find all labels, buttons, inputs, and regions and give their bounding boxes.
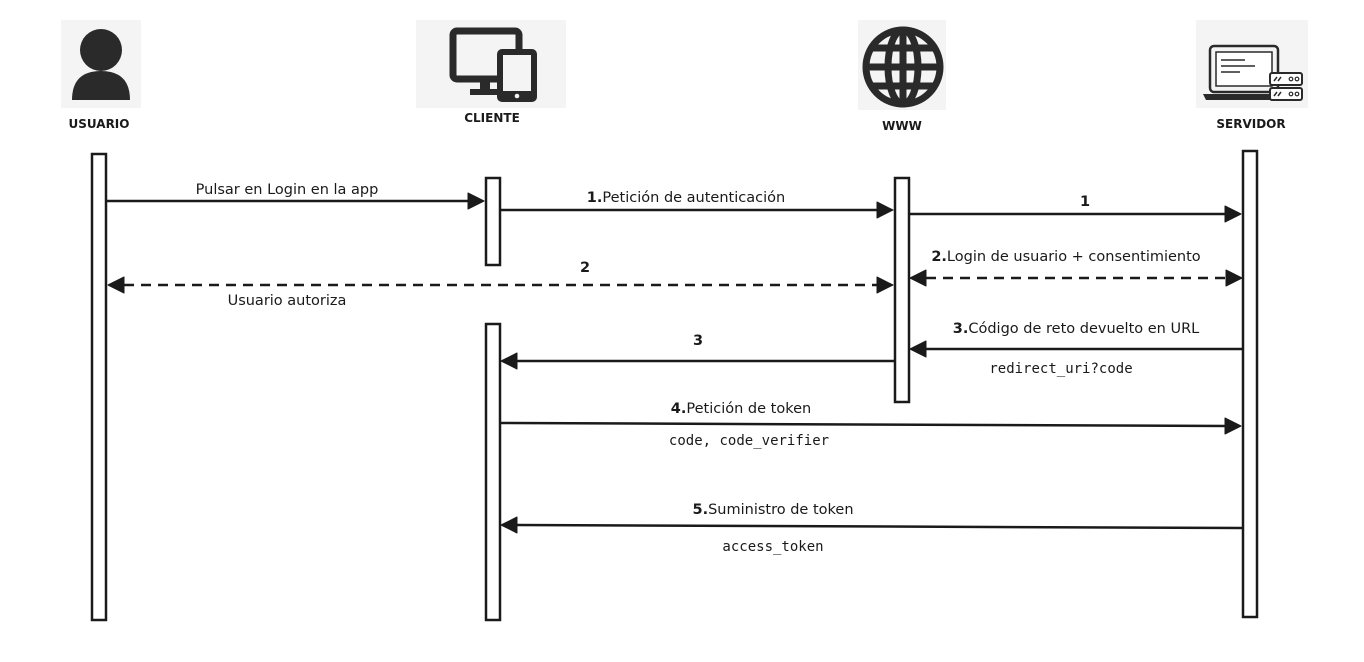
message-1b-label: 1	[1080, 194, 1090, 210]
message-3-label: 3.Código de reto devuelto en URL	[953, 321, 1199, 337]
lifeline-usuario	[90, 152, 108, 622]
message-2-label: 2	[580, 260, 590, 276]
message-1-forward: 1	[910, 194, 1242, 223]
message-2-login-consent: 2.Login de usuario + consentimiento	[909, 249, 1243, 287]
actor-servidor: SERVIDOR	[1196, 20, 1308, 131]
message-pulsar-login: Pulsar en Login en la app	[107, 182, 485, 210]
server-icon	[1196, 20, 1308, 108]
lifeline-servidor	[1241, 149, 1259, 619]
message-4-label: 4.Petición de token	[671, 401, 811, 417]
message-3-challenge-code: 3.Código de reto devuelto en URL redirec…	[909, 321, 1242, 377]
message-3-forward: 3	[500, 333, 894, 370]
activation-cliente-2	[484, 322, 502, 622]
message-4-token-request: 4.Petición de token code, code_verifier	[500, 401, 1242, 449]
actor-www: WWW	[858, 20, 946, 133]
actor-servidor-label: SERVIDOR	[1216, 117, 1285, 131]
devices-icon	[416, 20, 566, 108]
actor-usuario-label: USUARIO	[69, 117, 130, 131]
globe-icon	[858, 20, 946, 110]
message-5-code: access_token	[722, 539, 823, 555]
message-3b-label: 3	[693, 333, 703, 349]
activation-www	[893, 176, 911, 404]
message-2-sub-label: Usuario autoriza	[228, 293, 347, 309]
activation-cliente-1	[484, 176, 502, 267]
message-5-label: 5.Suministro de token	[692, 502, 853, 518]
user-icon	[61, 20, 141, 108]
message-3-code: redirect_uri?code	[989, 361, 1132, 377]
message-2b-label: 2.Login de usuario + consentimiento	[931, 249, 1200, 265]
message-5-token-delivery: 5.Suministro de token access_token	[500, 502, 1243, 555]
message-2-authorize: 2 Usuario autoriza	[107, 260, 894, 309]
actor-www-label: WWW	[882, 119, 922, 133]
message-4-code: code, code_verifier	[669, 433, 829, 449]
message-1-label: 1.Petición de autenticación	[587, 190, 785, 206]
actor-usuario: USUARIO	[61, 20, 141, 131]
actor-cliente: CLIENTE	[416, 20, 566, 125]
message-pulsar-label: Pulsar en Login en la app	[196, 182, 379, 198]
actor-cliente-label: CLIENTE	[464, 111, 520, 125]
message-1-auth-request: 1.Petición de autenticación	[501, 190, 894, 219]
